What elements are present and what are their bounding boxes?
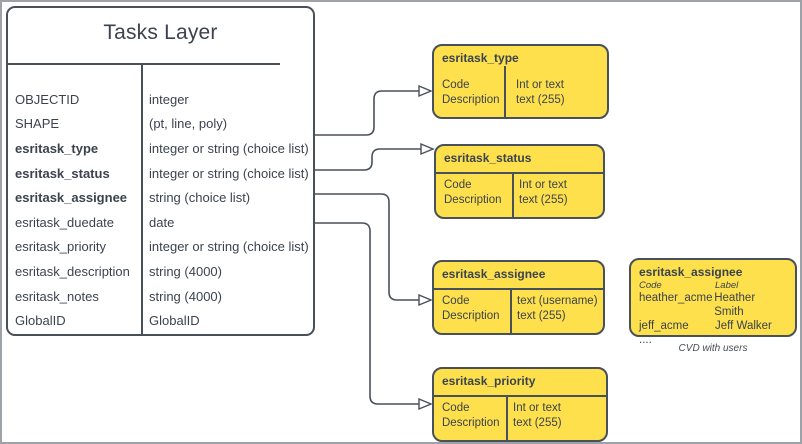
domain-table-esritask-assignee: esritask_assignee Code Description text … bbox=[432, 260, 605, 335]
cvd-label: Jeff Walker bbox=[715, 320, 772, 332]
field-type: integer or string (choice list) bbox=[149, 140, 309, 156]
cvd-table-title: esritask_assignee bbox=[639, 265, 743, 279]
domain-cell: Description bbox=[442, 94, 500, 106]
connector-esritask-priority bbox=[315, 222, 419, 405]
field-type: string (choice list) bbox=[149, 190, 251, 206]
domain-table-esritask-status: esritask_status Code Description Int or … bbox=[434, 144, 605, 219]
domain-cell: Int or text bbox=[513, 402, 561, 414]
header-divider bbox=[436, 172, 603, 174]
column-divider bbox=[512, 172, 514, 217]
domain-cell: text (255) bbox=[513, 417, 562, 429]
field-list: OBJECTID integer SHAPE (pt, line, poly) … bbox=[8, 87, 313, 333]
domain-cell: text (username) bbox=[517, 295, 598, 307]
title-divider bbox=[7, 63, 280, 65]
field-type: GlobalID bbox=[149, 313, 200, 329]
domain-cell: Int or text bbox=[516, 79, 564, 91]
arrowhead-esritask-priority bbox=[418, 397, 433, 411]
domain-table-title: esritask_type bbox=[442, 51, 519, 65]
domain-cell: Description bbox=[444, 194, 502, 206]
field-name: GlobalID bbox=[15, 313, 66, 329]
column-divider bbox=[510, 288, 512, 333]
cvd-column-code: Code bbox=[639, 280, 662, 291]
connector-esritask-type bbox=[315, 90, 419, 136]
field-row: GlobalID GlobalID bbox=[8, 308, 313, 333]
arrowhead-esritask-status bbox=[420, 142, 435, 156]
field-name: esritask_assignee bbox=[15, 190, 128, 206]
field-type: integer or string (choice list) bbox=[149, 165, 309, 181]
domain-table-esritask-priority: esritask_priority Code Description Int o… bbox=[432, 367, 608, 442]
domain-cell: Int or text bbox=[519, 179, 567, 191]
field-row: esritask_priority integer or string (cho… bbox=[8, 235, 313, 260]
field-row: esritask_description string (4000) bbox=[8, 259, 313, 284]
field-row: esritask_type integer or string (choice … bbox=[8, 136, 313, 161]
cvd-caption: CVD with users bbox=[678, 343, 748, 354]
field-row: esritask_status integer or string (choic… bbox=[8, 161, 313, 186]
field-name: esritask_notes bbox=[15, 288, 99, 304]
domain-cell: text (255) bbox=[519, 194, 568, 206]
arrowhead-esritask-type bbox=[418, 84, 433, 98]
field-row: OBJECTID integer bbox=[8, 87, 313, 112]
connector-esritask-assignee bbox=[315, 193, 419, 301]
domain-cell: text (255) bbox=[516, 94, 565, 106]
field-type: string (4000) bbox=[149, 263, 222, 279]
field-row: esritask_notes string (4000) bbox=[8, 284, 313, 309]
domain-cell: text (255) bbox=[517, 310, 566, 322]
domain-cell: Code bbox=[442, 402, 470, 414]
field-name: esritask_status bbox=[15, 165, 110, 181]
column-divider bbox=[506, 395, 508, 440]
field-type: integer or string (choice list) bbox=[149, 239, 309, 255]
field-type: date bbox=[149, 214, 175, 230]
cvd-row: heather_acme Heather Smith bbox=[639, 291, 787, 319]
cvd-label: Heather Smith bbox=[714, 292, 756, 318]
field-row: esritask_duedate date bbox=[8, 210, 313, 235]
field-row: SHAPE (pt, line, poly) bbox=[8, 112, 313, 137]
field-type: integer bbox=[149, 91, 189, 107]
field-name: esritask_priority bbox=[15, 239, 107, 255]
header-divider bbox=[434, 288, 603, 290]
domain-cell: Description bbox=[442, 417, 500, 429]
cvd-row: jeff_acme Jeff Walker bbox=[639, 319, 787, 333]
cvd-column-label: Label bbox=[715, 280, 739, 291]
domain-table-title: esritask_status bbox=[444, 151, 532, 165]
cvd-code: heather_acme bbox=[639, 292, 713, 304]
domain-cell: Code bbox=[442, 295, 470, 307]
field-type: (pt, line, poly) bbox=[149, 116, 228, 132]
field-name: SHAPE bbox=[15, 116, 60, 132]
arrowhead-esritask-assignee bbox=[418, 293, 433, 307]
domain-table-title: esritask_priority bbox=[442, 374, 536, 388]
cvd-ellipsis: .... bbox=[639, 334, 652, 346]
field-name: OBJECTID bbox=[15, 91, 80, 107]
tasks-layer-title: Tasks Layer bbox=[103, 21, 218, 44]
domain-table-esritask-type: esritask_type Code Description Int or te… bbox=[432, 44, 609, 119]
cvd-column-headers: Code Label bbox=[639, 280, 787, 291]
domain-cell: Code bbox=[442, 79, 470, 91]
header-divider bbox=[434, 395, 606, 397]
field-name: esritask_duedate bbox=[15, 214, 115, 230]
cvd-code: jeff_acme bbox=[639, 320, 689, 332]
connector-esritask-status bbox=[315, 148, 421, 171]
domain-cell: Code bbox=[444, 179, 472, 191]
column-divider bbox=[141, 63, 143, 334]
field-name: esritask_type bbox=[15, 140, 99, 156]
field-type: string (4000) bbox=[149, 288, 222, 304]
domain-table-title: esritask_assignee bbox=[442, 267, 546, 281]
tasks-layer-entity: Tasks Layer OBJECTID integer SHAPE (pt, … bbox=[6, 6, 315, 336]
domain-cell: Description bbox=[442, 310, 500, 322]
field-name: esritask_description bbox=[15, 263, 130, 279]
field-row: esritask_assignee string (choice list) bbox=[8, 185, 313, 210]
column-divider bbox=[504, 66, 506, 117]
cvd-table-esritask-assignee: esritask_assignee Code Label heather_acm… bbox=[629, 258, 797, 346]
